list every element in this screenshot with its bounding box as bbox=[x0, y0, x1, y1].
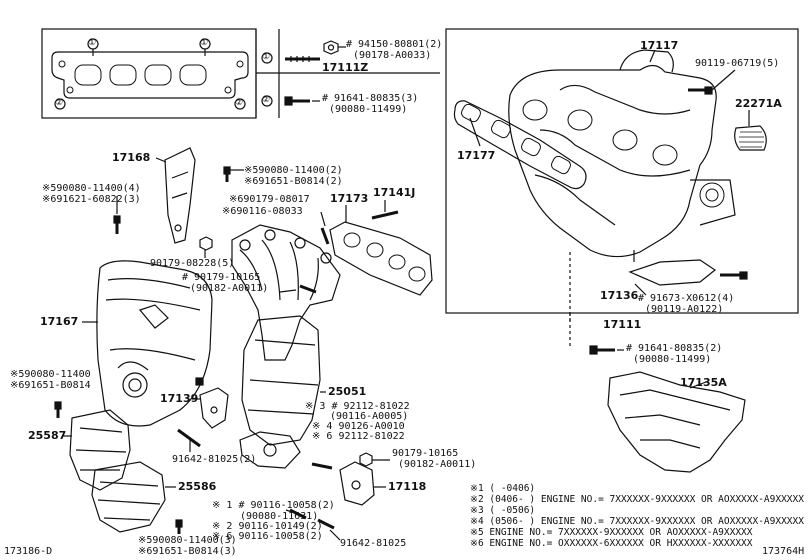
fastener-label[interactable]: ※ 6 92112-81022 bbox=[312, 431, 405, 442]
fastener-label[interactable]: ※691651-B0814 bbox=[10, 380, 91, 391]
fastener-label[interactable]: (90182-A0011) bbox=[398, 459, 477, 470]
fastener-label[interactable]: 90179-08228(5) bbox=[150, 258, 235, 269]
callout-2: ② bbox=[55, 98, 64, 108]
heat-shield-25586-icon bbox=[91, 461, 166, 533]
bolt-icon bbox=[113, 215, 121, 234]
bolt-icon bbox=[223, 166, 231, 182]
part-17135a[interactable]: 17135A bbox=[680, 376, 727, 389]
fastener-label[interactable]: ※590080-11400(4) bbox=[42, 183, 141, 194]
part-17177[interactable]: 17177 bbox=[457, 149, 496, 162]
fastener-label[interactable]: # 94150-80801(2) bbox=[346, 39, 443, 50]
fastener-label[interactable]: ※590080-11400 bbox=[10, 369, 91, 380]
heat-shield-25587-icon bbox=[69, 409, 131, 491]
fastener-label[interactable]: ※590080-11400(2) bbox=[244, 165, 343, 176]
part-17111[interactable]: 17111 bbox=[603, 318, 642, 331]
part-17136[interactable]: 17136 bbox=[600, 289, 639, 302]
callout-1: ① bbox=[200, 38, 209, 48]
bolt-icon bbox=[54, 401, 62, 418]
fastener-label[interactable]: (90116-A0005) bbox=[330, 411, 409, 422]
bracket-17168-icon bbox=[164, 147, 196, 244]
stud-bolt-icon bbox=[299, 227, 330, 294]
footnote: ※5 ENGINE NO.= 7XXXXXX-9XXXXXX OR AOXXXX… bbox=[470, 527, 753, 538]
bolt-icon bbox=[195, 377, 204, 386]
bolt-icon bbox=[688, 86, 713, 95]
fastener-label[interactable]: ※ 6 90116-10058(2) bbox=[212, 531, 323, 542]
callout-2: ② bbox=[235, 98, 244, 108]
nut-icon bbox=[359, 452, 373, 467]
fastener-label[interactable]: ※690179-08017 bbox=[229, 194, 310, 205]
part-25587[interactable]: 25587 bbox=[28, 429, 67, 442]
stud-bolt-icon bbox=[371, 210, 399, 220]
fastener-label[interactable]: # 90179-10165 bbox=[182, 272, 261, 283]
fastener-label[interactable]: # 91641-80835(2) bbox=[626, 343, 723, 354]
part-17111z[interactable]: 17111Z bbox=[322, 61, 369, 74]
fastener-label[interactable]: ※691651-B0814(3) bbox=[138, 546, 237, 557]
part-17173[interactable]: 17173 bbox=[330, 192, 369, 205]
diagram-id-right: 173764H bbox=[762, 546, 805, 557]
diagram-id-left: 173186-D bbox=[4, 546, 53, 557]
callout-1: ① bbox=[262, 52, 271, 62]
bolt-icon bbox=[284, 96, 310, 106]
throttle-gasket-icon bbox=[734, 125, 767, 151]
footnote: ※2 (0406- ) ENGINE NO.= 7XXXXXX-9XXXXXX … bbox=[470, 494, 804, 505]
footnote: ※3 ( -0506) bbox=[470, 505, 536, 516]
fastener-label[interactable]: ※690116-08033 bbox=[222, 206, 303, 217]
callout-1: ① bbox=[88, 38, 97, 48]
fastener-label[interactable]: (90178-A0033) bbox=[353, 50, 432, 61]
heat-insulator-17135a-icon bbox=[607, 371, 746, 473]
exhaust-manifold-icon bbox=[231, 224, 341, 469]
part-17167[interactable]: 17167 bbox=[40, 315, 79, 328]
fastener-label[interactable]: ※691651-B0814(2) bbox=[244, 176, 343, 187]
bracket-17139-icon bbox=[199, 387, 229, 429]
part-25051[interactable]: 25051 bbox=[328, 385, 367, 398]
fastener-label[interactable]: (90080-11631) bbox=[240, 511, 319, 522]
nut-icon bbox=[323, 40, 339, 55]
fastener-label[interactable]: 91642-81025(2) bbox=[172, 454, 257, 465]
stud-bolt-icon bbox=[289, 462, 335, 530]
part-17117[interactable]: 17117 bbox=[640, 39, 679, 52]
part-22271a[interactable]: 22271A bbox=[735, 97, 782, 110]
footnote: ※4 (0506- ) ENGINE NO.= 7XXXXXX-9XXXXXX … bbox=[470, 516, 804, 527]
part-17168[interactable]: 17168 bbox=[112, 151, 151, 164]
gasket-detail-box bbox=[41, 28, 440, 119]
part-17139[interactable]: 17139 bbox=[160, 392, 199, 405]
part-17118[interactable]: 17118 bbox=[388, 480, 427, 493]
callout-2: ② bbox=[262, 95, 271, 105]
fastener-label[interactable]: ※ 2 90116-10149(2) bbox=[212, 521, 323, 532]
exhaust-gasket-17173-icon bbox=[329, 221, 433, 296]
fastener-label[interactable]: (90119-A0122) bbox=[645, 304, 724, 315]
intake-manifold-box bbox=[445, 28, 799, 348]
nut-icon bbox=[199, 236, 213, 251]
fastener-label[interactable]: ※ 1 # 90116-10058(2) bbox=[212, 500, 335, 511]
fastener-label[interactable]: 90179-10165 bbox=[392, 448, 459, 459]
footnote: ※6 ENGINE NO.= OXXXXXX-6XXXXXX OR HXXXXX… bbox=[470, 538, 753, 549]
support-17118-icon bbox=[339, 461, 375, 506]
stud-bolt-icon bbox=[285, 56, 320, 62]
bolt-icon bbox=[589, 345, 615, 355]
fastener-label[interactable]: ※691621-60822(3) bbox=[42, 194, 141, 205]
fastener-label[interactable]: ※590080-11400(3) bbox=[138, 535, 237, 546]
fastener-label[interactable]: (90080-11499) bbox=[633, 354, 712, 365]
bolt-icon bbox=[175, 519, 183, 534]
footnote: ※1 ( -0406) bbox=[470, 483, 536, 494]
fastener-label[interactable]: ※ 4 90126-A0010 bbox=[312, 421, 405, 432]
fastener-label[interactable]: 90119-06719(5) bbox=[695, 58, 780, 69]
fastener-label[interactable]: (90080-11499) bbox=[329, 104, 408, 115]
fastener-label[interactable]: # 91641-80835(3) bbox=[322, 93, 419, 104]
fastener-label[interactable]: 91642-81025 bbox=[340, 538, 407, 549]
heat-insulator-17167-icon bbox=[96, 260, 213, 427]
fastener-label[interactable]: # 91673-X0612(4) bbox=[638, 293, 735, 304]
part-25586[interactable]: 25586 bbox=[178, 480, 217, 493]
bolt-icon bbox=[720, 271, 748, 280]
fastener-label[interactable]: (90182-A0011) bbox=[190, 283, 269, 294]
stud-bolt-icon bbox=[177, 428, 201, 448]
fastener-label[interactable]: ※ 3 # 92112-81022 bbox=[305, 401, 410, 412]
part-17141j[interactable]: 17141J bbox=[373, 186, 416, 199]
